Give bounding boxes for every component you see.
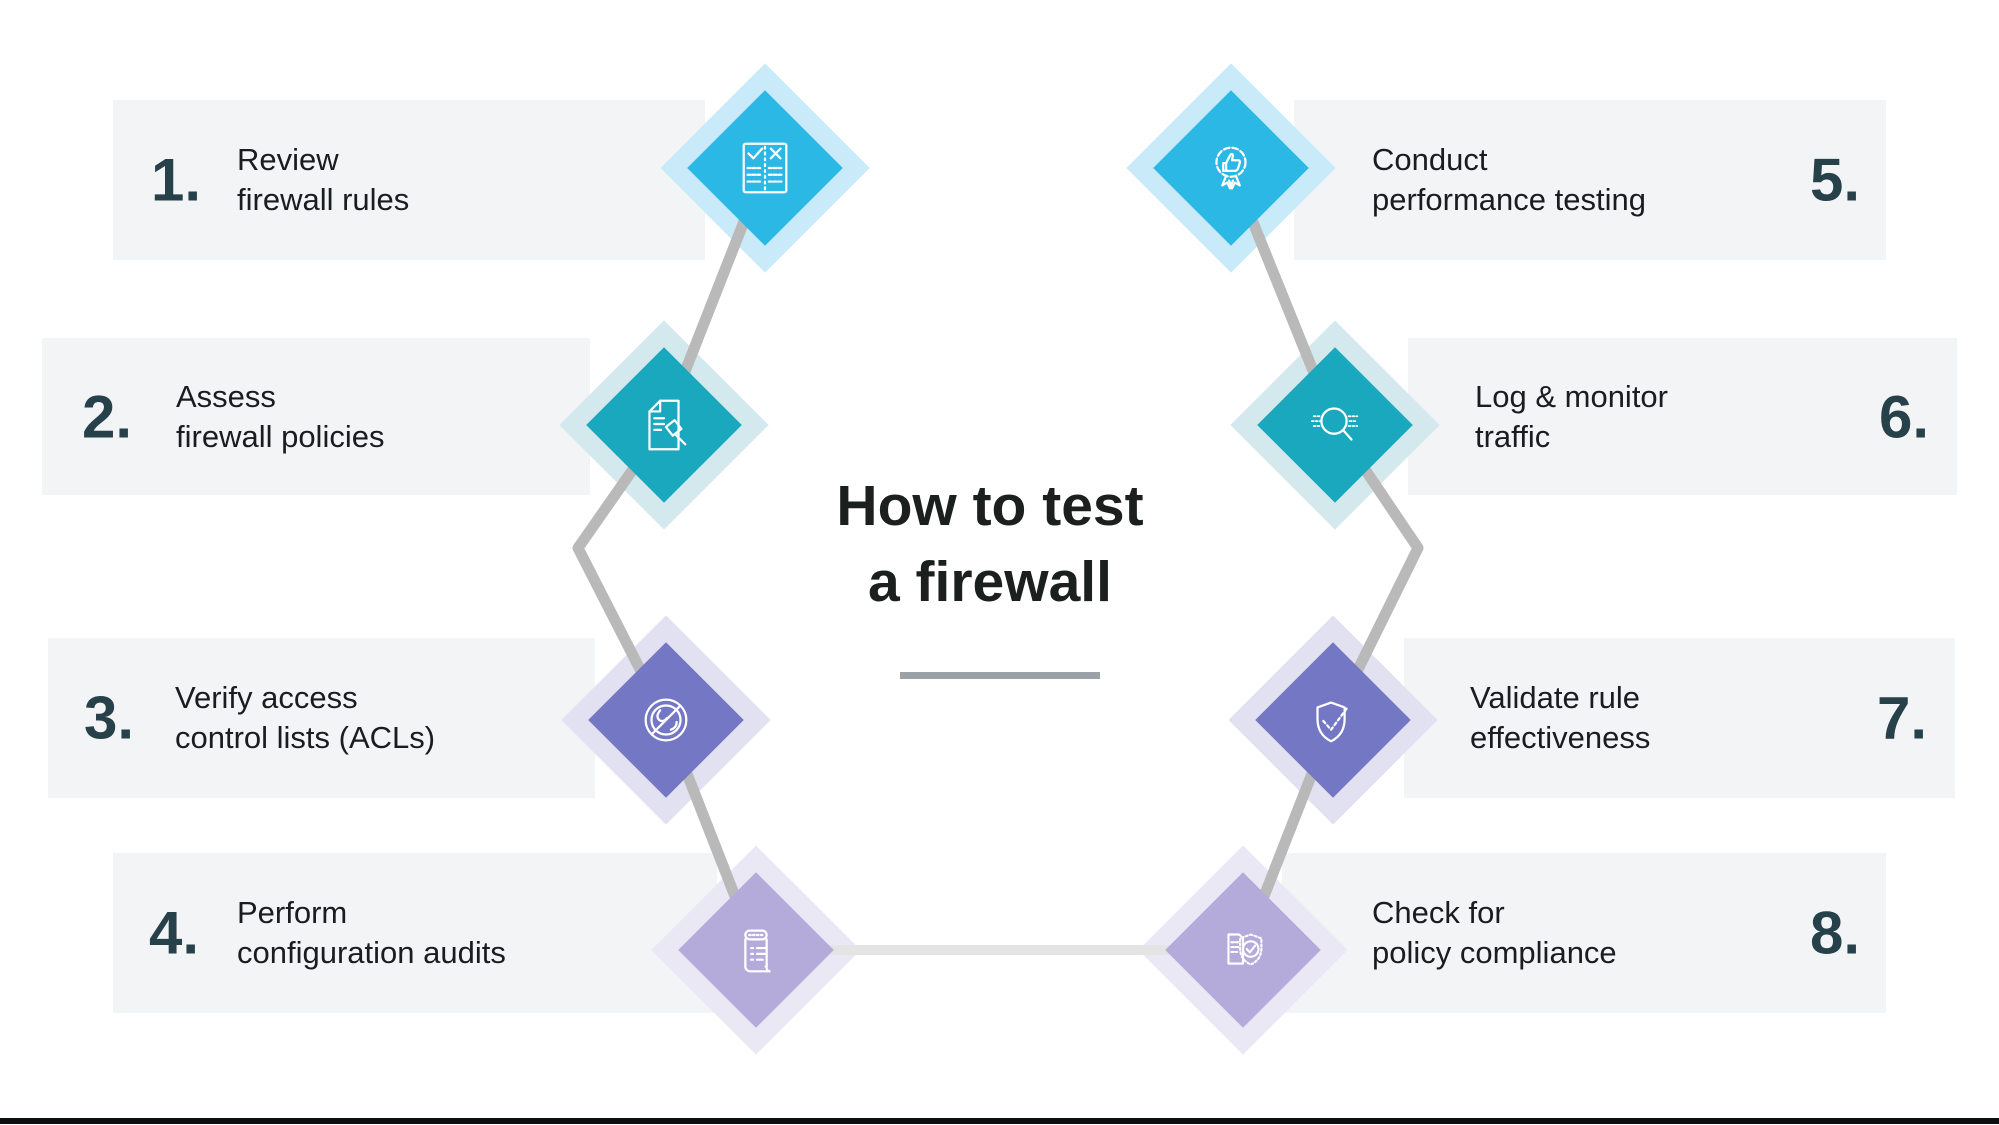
step-number: 4. [149,899,200,967]
footer-bar [0,1118,1999,1124]
step-number: 1. [151,146,202,214]
step-row-3: 3. Verify access control lists (ACLs) [48,638,595,798]
step-label: Validate rule effectiveness [1470,680,1651,755]
scroll-icon [744,929,771,973]
title-line-2: a firewall [868,550,1112,614]
step-label: Conduct performance testing [1372,142,1646,217]
step-row-1: 1. Review firewall rules [113,100,705,260]
diamond-step-1 [687,90,843,246]
step-label: Review firewall rules [237,142,410,217]
diamond-step-5 [1153,90,1309,246]
step-number: 8. [1809,899,1860,967]
diamond-step-3 [588,642,744,798]
step-label: Check for policy compliance [1372,895,1617,970]
step-row-8: 8. Check for policy compliance [1282,853,1886,1013]
step-label: Log & monitor traffic [1475,378,1668,454]
step-row-2: 2. Assess firewall policies [42,338,590,495]
title-divider [900,672,1100,679]
diamond-step-2 [586,347,742,503]
traffic-search-icon [1310,407,1359,441]
step-row-7: 7. Validate rule effectiveness [1404,638,1955,798]
step-label: Perform configuration audits [237,895,506,970]
blocked-globe-icon [644,698,688,742]
policy-shield-icon [1227,933,1263,966]
step-row-6: 6. Log & monitor traffic [1408,338,1957,495]
page-title: How to test a firewall [836,468,1143,620]
thumbs-up-badge-icon [1215,146,1247,190]
step-number: 2. [82,383,133,450]
shield-check-icon [1316,701,1349,743]
step-number: 6. [1878,383,1929,450]
document-gavel-icon [648,399,687,451]
step-number: 3. [84,684,135,752]
diamond-step-7 [1255,642,1411,798]
step-row-5: 5. Conduct performance testing [1294,100,1886,260]
diamond-step-6 [1257,347,1413,503]
checklist-icon [742,142,788,194]
title-line-1: How to test [836,474,1144,538]
step-label: Verify access control lists (ACLs) [175,680,436,755]
step-number: 7. [1876,684,1927,752]
step-label: Assess firewall policies [176,378,385,454]
diamond-step-4 [678,872,834,1028]
step-number: 5. [1809,146,1860,214]
diamond-step-8 [1165,872,1321,1028]
step-row-4: 4. Perform configuration audits [113,853,717,1013]
